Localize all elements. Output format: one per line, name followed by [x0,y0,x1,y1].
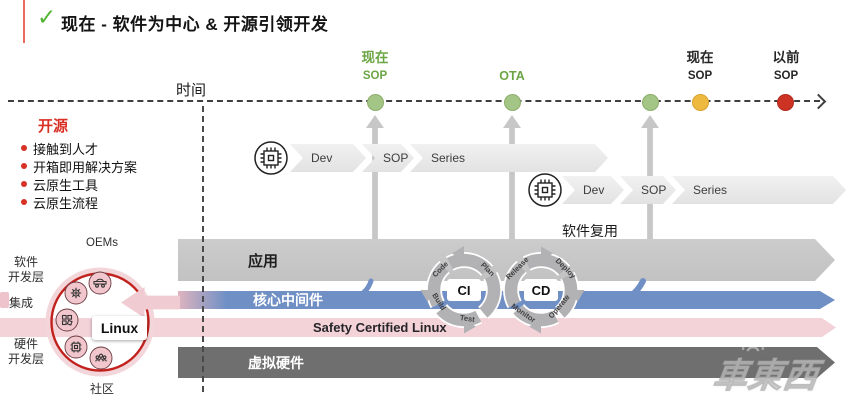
milestone-line1: 现在 [361,50,389,65]
up-arrow-sop1 [366,115,384,241]
pipeline1-stage-series: Series [410,144,608,172]
open-source-item-label: 开箱即用解决方案 [33,159,138,175]
stage-label: Series [431,151,466,165]
timeline-axis [8,100,820,102]
open-source-item: 开箱即用解决方案 [21,157,137,175]
milestone-line1: OTA [499,69,525,83]
label-line: 开发层 [7,352,44,366]
milestone-now-sop-2: 现在 SOP [671,50,729,84]
label-line: 软件 [13,255,38,269]
page-title: 现在 - 软件为中心 & 开源引领开发 [61,15,329,34]
pipeline1-stage-dev: Dev [290,144,366,172]
open-source-item: 云原生工具 [21,175,98,193]
milestone-line2: SOP [773,70,799,82]
time-guide-dashed-line [202,106,204,392]
bullet-icon [21,145,27,151]
watermark-signal-icon [741,338,765,352]
timeline-dot-yellow [692,94,709,111]
milestone-now-sop-1: 现在 SOP [346,50,404,84]
layer-label: Safety Certified Linux [313,320,447,335]
layer-virtual-hardware-bar: 虚拟硬件 [178,347,835,378]
stage-label: SOP [641,183,667,197]
chip-icon [254,141,288,175]
timeline-dot-green-3 [642,94,659,111]
stage-label: Series [693,183,728,197]
timeline-dot-red [777,94,794,111]
left-accent-bar [23,0,25,43]
label-community: 社区 [89,382,114,396]
stage-label: Dev [311,151,333,165]
open-source-item-label: 云原生工具 [33,177,99,193]
pipeline2-stage-dev: Dev [562,176,624,204]
bullet-icon [21,181,27,187]
timeline-label: 时间 [176,82,207,99]
watermark-logo: 車東西 [710,356,822,395]
milestone-line1: 现在 [686,50,714,65]
linux-badge: Linux [92,316,147,340]
gear-icon [64,281,88,305]
milestone-line2: SOP [362,70,388,82]
label-oems: OEMs [86,237,118,249]
pipeline1-stage-sop: SOP [362,144,414,172]
open-source-heading: 开源 [38,118,69,135]
layer-label: 应用 [248,252,279,270]
stage-label: SOP [383,151,409,165]
milestone-before-sop: 以前 SOP [757,50,815,84]
pipeline2-stage-series: Series [672,176,846,204]
bullet-icon [21,199,27,205]
safety-bar-stub [0,292,9,308]
timeline-arrow-icon [810,93,827,110]
chip-small-icon [64,335,88,359]
label-line: 硬件 [13,337,38,351]
open-source-item: 接触到人才 [21,139,98,157]
milestone-ota: OTA [483,68,541,84]
up-arrow-ota [503,115,521,241]
timeline-dot-green-1 [367,94,384,111]
chip-icon [528,173,562,207]
software-reuse-label: 软件复用 [562,223,618,239]
community-icon [89,346,113,370]
milestone-line2: SOP [687,70,713,82]
label-software-layer: 软件 开发层 [4,255,48,285]
layer-label: 虚拟硬件 [248,354,304,371]
car-icon [88,271,112,295]
open-source-item-label: 接触到人才 [33,141,99,157]
label-line: 开发层 [7,270,44,284]
flow-arrow-left-icon [121,287,180,318]
pipeline2-stage-sop: SOP [620,176,676,204]
layer-label: 核心中间件 [253,292,323,308]
bullet-icon [21,163,27,169]
timeline-dot-green-2 [504,94,521,111]
layer-application-bar: 应用 [178,239,835,281]
milestone-line1: 以前 [772,50,800,65]
layer-safety-linux-bar: Safety Certified Linux [0,318,836,337]
label-integration: 集成 [8,296,33,310]
open-source-item-label: 云原生流程 [33,195,99,211]
label-hardware-layer: 硬件 开发层 [4,337,48,367]
layer-middleware-bar: 核心中间件 [178,291,835,309]
open-source-item: 云原生流程 [21,193,98,211]
check-icon: ✓ [37,4,57,30]
stage-label: Dev [583,183,605,197]
